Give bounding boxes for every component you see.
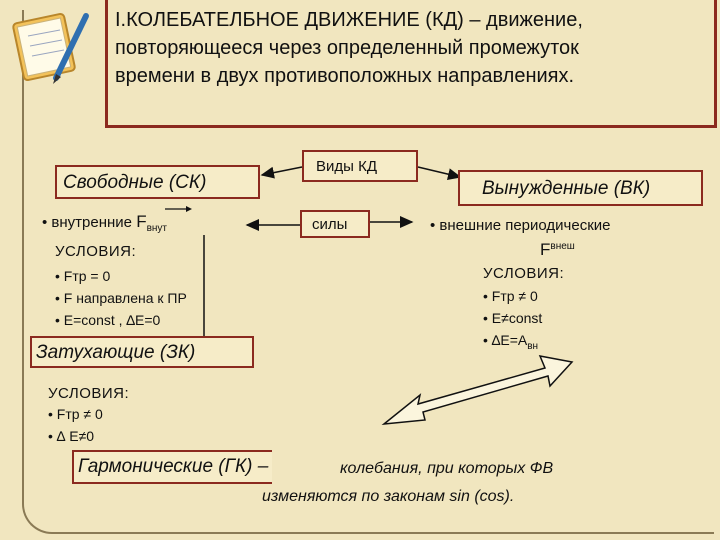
free-force-symbol: F [136,212,147,231]
harmonic-description-line-2: изменяются по законам sin (cos). [262,488,515,505]
title-box [105,0,717,128]
free-force-subscript: внут [146,223,167,234]
harmonic-title: Гармонические (ГК) – [78,456,269,477]
double-arrow-icon [381,355,574,425]
forced-force-superscript: внеш [550,241,575,252]
damped-oscillations-box: Затухающие (ЗК) [30,336,254,368]
free-force: • внутренние Fвнут [42,212,167,234]
page-frame [22,10,714,534]
forced-condition-2: • E≠const [483,310,543,326]
damped-oscillations-title: Затухающие (ЗК) [36,342,196,363]
free-oscillations-box: Свободные (СК) [55,165,260,199]
arrow-to-free [260,166,303,179]
forces-box: силы [300,210,370,238]
damped-condition-1: • Fтр ≠ 0 [48,406,103,422]
damped-condition-2: • ∆ E≠0 [48,428,95,444]
damped-conditions-label: УСЛОВИЯ: [48,385,130,402]
forced-condition-3-subscript: вн [527,340,539,352]
forced-oscillations-title: Вынужденные (ВК) [482,178,651,199]
kinds-label: Виды КД [316,158,377,175]
forced-conditions-label: УСЛОВИЯ: [483,265,565,282]
definition-text: I.КОЛЕБАТЕЛБНОЕ ДВИЖЕНИЕ (КД) – движение… [115,6,711,90]
forced-oscillations-box: Вынужденные (ВК) [458,170,703,206]
harmonic-description-line-1: колебания, при которых ФВ [340,460,554,477]
forced-force-symbol: F [540,240,551,259]
forced-force-label: • внешние периодические [430,217,611,234]
free-condition-2: • F направлена к ПР [55,290,187,306]
definition-line-1: I.КОЛЕБАТЕЛБНОЕ ДВИЖЕНИЕ (КД) – движение… [115,9,583,31]
free-condition-3: • E=const , ∆E=0 [55,312,161,328]
harmonic-box [72,450,272,484]
forces-label: силы [312,216,348,233]
forced-condition-1: • Fтр ≠ 0 [483,288,538,304]
free-force-label: • внутренние [42,214,137,231]
free-condition-1: • Fтр = 0 [55,268,111,284]
arrow-to-forced [417,166,462,181]
free-oscillations-title: Свободные (СК) [63,172,207,193]
forced-condition-3: • ∆E=Aвн [483,332,538,352]
notepad-pencil-icon [12,12,89,84]
forced-force: Fвнеш [540,240,575,260]
forced-condition-3-text: • ∆E=A [483,332,528,348]
definition-line-3: времени в двух противоположных направлен… [115,65,575,87]
free-conditions-label: УСЛОВИЯ: [55,243,137,260]
kinds-box: Виды КД [302,150,418,182]
definition-line-2: повторяющееся через определенный промежу… [115,37,579,59]
